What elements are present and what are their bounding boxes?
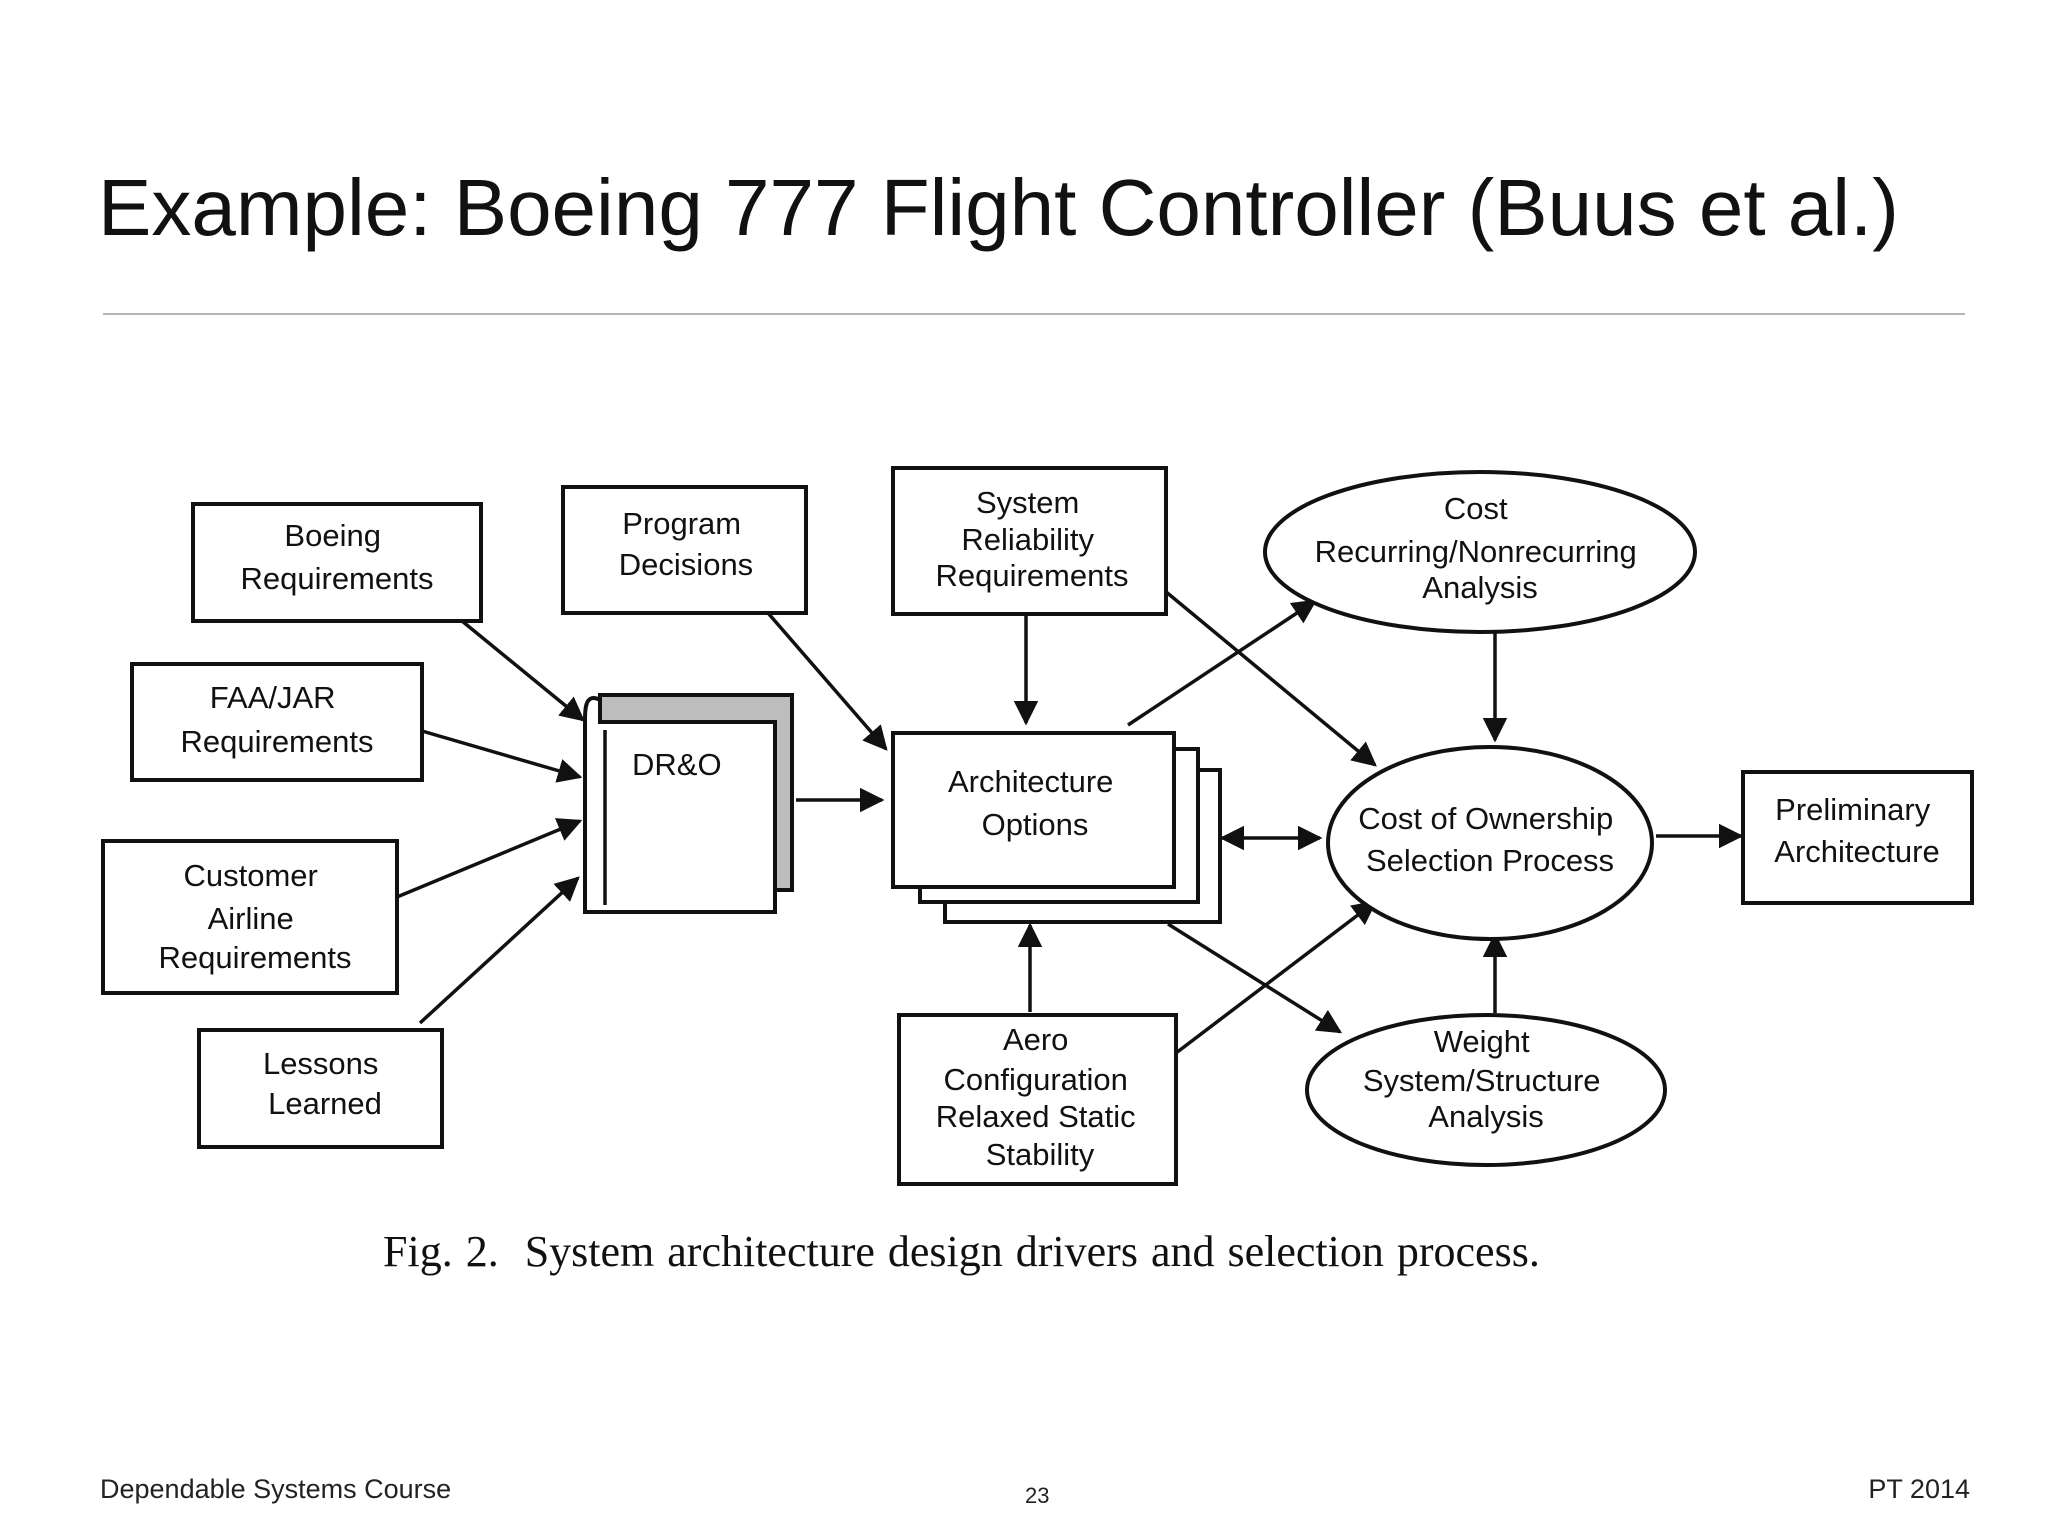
- node-label: Aero Configuration Relaxed Static Stabil…: [936, 1022, 1145, 1172]
- node-preliminary-architecture: Preliminary Architecture: [1741, 770, 1974, 905]
- node-dr-and-o: DR&O: [583, 693, 794, 914]
- edge-architecture-to-weight: [1167, 922, 1343, 1034]
- node-customer-airline-requirements: Customer Airline Requirements: [101, 839, 399, 995]
- node-label: System Reliability Requirements: [936, 485, 1129, 593]
- edge-architecture-to-cost: [1127, 599, 1318, 727]
- figure-caption: Fig. 2. System architecture design driver…: [383, 1226, 1540, 1277]
- node-boeing-requirements: Boeing Requirements: [191, 502, 483, 623]
- figure-caption-text: System architecture design drivers and s…: [524, 1227, 1540, 1276]
- node-aero-configuration: Aero Configuration Relaxed Static Stabil…: [897, 1013, 1178, 1186]
- page-front: [891, 731, 1176, 889]
- page-number: 23: [1025, 1483, 1050, 1508]
- node-lessons-learned: Lessons Learned: [197, 1028, 444, 1149]
- edge-reliability-to-ownership: [1163, 589, 1377, 767]
- footer-course-name: Dependable Systems Course: [100, 1474, 452, 1504]
- slide-title: Example: Boeing 777 Flight Controller (B…: [98, 163, 1899, 252]
- figure-caption-label: Fig. 2.: [383, 1227, 499, 1276]
- diagram-edges: [396, 589, 1744, 1055]
- edge-boeing-to-dro: [460, 619, 585, 722]
- node-cost-analysis: Cost Recurring/Nonrecurring Analysis: [1263, 470, 1697, 634]
- node-faa-jar-requirements: FAA/JAR Requirements: [130, 662, 424, 782]
- node-system-reliability-requirements: System Reliability Requirements: [891, 466, 1168, 616]
- node-label: Lessons Learned: [263, 1046, 387, 1121]
- edge-lessons-to-dro: [418, 876, 580, 1025]
- edge-faa-to-dro: [421, 729, 583, 783]
- node-label: Weight System/Structure Analysis: [1363, 1024, 1609, 1134]
- edge-customer-to-dro: [396, 818, 583, 899]
- node-label: FAA/JAR Requirements: [181, 680, 374, 759]
- edge-program-to-architecture: [766, 611, 888, 751]
- node-label: Preliminary Architecture: [1774, 792, 1939, 869]
- node-label: DR&O: [632, 747, 722, 782]
- node-label: Cost of Ownership Selection Process: [1358, 801, 1622, 878]
- node-architecture-options: Architecture Options: [891, 731, 1222, 924]
- node-program-decisions: Program Decisions: [561, 485, 808, 615]
- edge-aero-to-ownership: [1174, 900, 1377, 1055]
- title-divider: [103, 313, 1965, 315]
- node-weight-analysis: Weight System/Structure Analysis: [1305, 1013, 1667, 1167]
- node-label: Architecture Options: [948, 764, 1122, 842]
- node-label: Boeing Requirements: [241, 518, 434, 596]
- node-label: Customer Airline Requirements: [159, 858, 352, 975]
- node-label: Cost Recurring/Nonrecurring Analysis: [1315, 491, 1646, 605]
- footer-author-year: PT 2014: [1868, 1474, 1970, 1504]
- book-cover: [583, 696, 777, 914]
- node-label: Program Decisions: [619, 506, 753, 582]
- node-cost-of-ownership: Cost of Ownership Selection Process: [1326, 745, 1654, 941]
